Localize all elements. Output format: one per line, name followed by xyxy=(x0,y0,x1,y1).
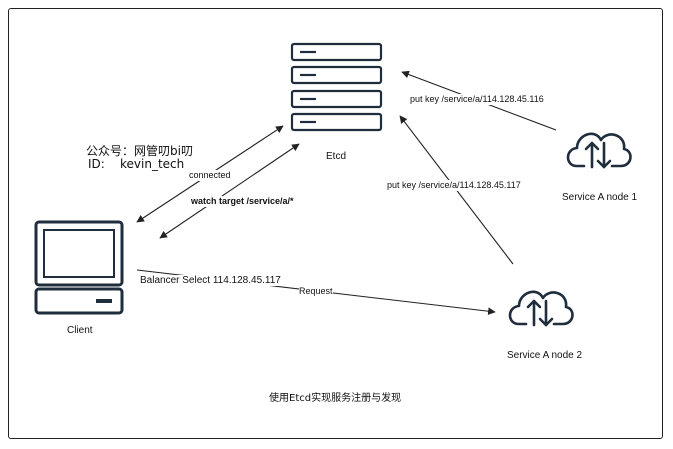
put-key-node1-label: put key /service/a/114.128.45.116 xyxy=(410,94,544,105)
watch-target-label: watch target /service/a/* xyxy=(191,196,294,207)
cloud-upload-download-icon xyxy=(566,132,632,169)
balancer-select-label: Balancer Select 114.128.45.117 xyxy=(140,275,281,286)
put-key-node2-label: put key /service/a/114.128.45.117 xyxy=(387,180,521,191)
service-a-node2-label: Service A node 2 xyxy=(507,350,583,361)
request-label: Request xyxy=(299,286,333,297)
cloud-upload-download-icon xyxy=(508,290,574,327)
watermark-id-label: ID: xyxy=(88,157,105,171)
service-a-node1-label: Service A node 1 xyxy=(562,192,638,203)
desktop-computer-icon xyxy=(34,220,124,315)
watermark-account: 公众号：网管叨bi叨 xyxy=(86,144,193,158)
edge-watch xyxy=(159,143,300,239)
connected-label: connected xyxy=(189,170,231,181)
etcd-label: Etcd xyxy=(326,151,347,162)
client-label: Client xyxy=(67,325,93,336)
watermark-id-value: kevin_tech xyxy=(120,157,185,171)
diagram-frame xyxy=(8,8,663,439)
diagram-caption: 使用Etcd实现服务注册与发现 xyxy=(269,393,402,404)
server-stack-icon xyxy=(290,42,383,132)
